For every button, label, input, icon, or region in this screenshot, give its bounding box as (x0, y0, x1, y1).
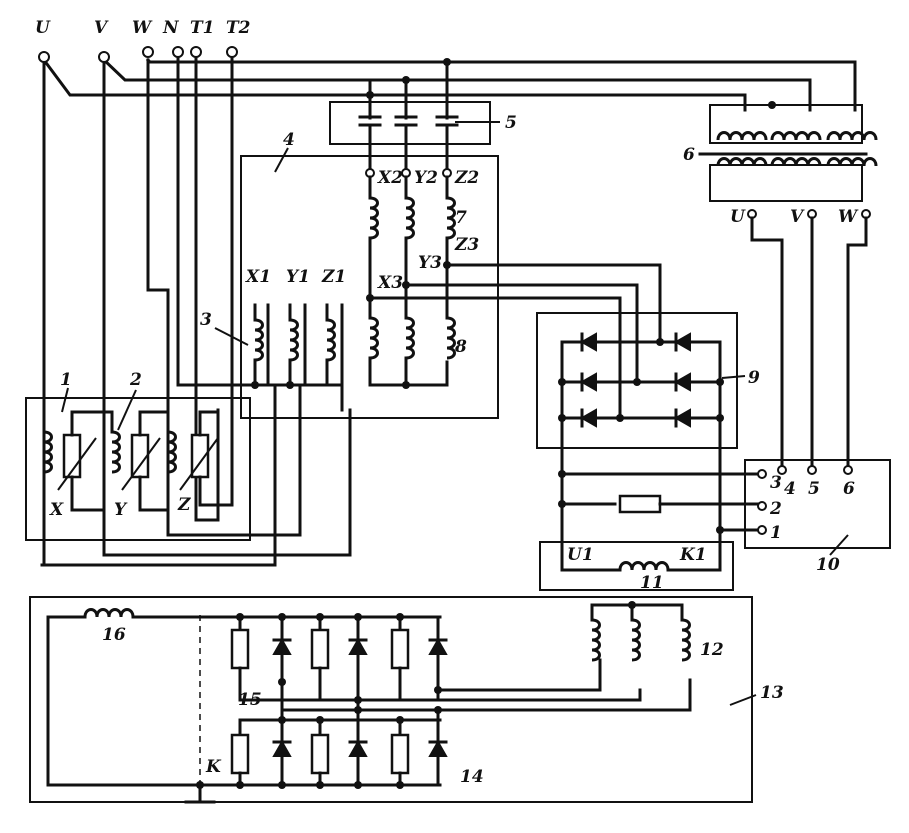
callout-10: 10 (816, 555, 840, 575)
winding-block-11: U1 K1 11 (539, 528, 734, 593)
terminal-1: 1 (770, 523, 782, 543)
rectifier-feed-wiring (368, 263, 662, 420)
terminal-n (172, 46, 184, 58)
terminal-label-t1: T1 (190, 18, 214, 38)
callout-16: 16 (102, 625, 126, 645)
callout-15: 15 (238, 690, 262, 710)
label-x1: X1 (245, 267, 271, 287)
terminal-u (38, 51, 50, 63)
terminal-6: 6 (843, 479, 855, 499)
callout-3: 3 (200, 310, 212, 330)
callout-9: 9 (748, 368, 760, 388)
sensor-block-1: 1 2 X Y Z (25, 370, 251, 541)
terminal-circles (38, 46, 451, 99)
capacitor-block-5: 5 (329, 60, 517, 172)
label-z2: Z2 (454, 168, 479, 188)
reactor-block-4: 4 X2 Y2 Z2 7 Z3 Y3 X3 8 (200, 130, 499, 419)
label-z: Z (177, 495, 191, 515)
label-y2: Y2 (414, 168, 438, 188)
callout-12: 12 (700, 640, 724, 660)
label-z1: Z1 (321, 267, 346, 287)
top-terminals: U V W N T1 T2 (35, 18, 251, 38)
output-label-w: W (838, 207, 859, 227)
exciter-block-13: 13 16 K (29, 596, 784, 804)
callout-5: 5 (505, 113, 517, 133)
label-k: K (205, 757, 222, 777)
label-x: X (49, 500, 64, 520)
label-u1: U1 (567, 545, 594, 565)
terminal-t1 (190, 46, 202, 58)
terminal-w (142, 46, 154, 58)
callout-8: 8 (454, 337, 467, 357)
label-k1: K1 (679, 545, 707, 565)
callout-6: 6 (683, 145, 695, 165)
callout-7: 7 (455, 208, 467, 228)
label-z3: Z3 (454, 235, 479, 255)
output-label-u: U (730, 207, 746, 227)
terminal-3: 3 (770, 473, 782, 493)
label-y: Y (114, 500, 128, 520)
terminal-label-n: N (162, 18, 180, 38)
terminal-2: 2 (769, 499, 782, 519)
callout-11: 11 (640, 573, 664, 593)
label-x2: X2 (377, 168, 403, 188)
terminal-label-t2: T2 (226, 18, 251, 38)
transformer-6: 6 U V W (683, 101, 878, 472)
terminal-5: 5 (808, 479, 820, 499)
terminal-4: 4 (784, 479, 796, 499)
terminal-t2 (226, 46, 238, 58)
callout-1: 1 (60, 370, 72, 390)
output-label-v: V (790, 207, 805, 227)
controller-block-10: 3 2 1 4 5 6 10 (558, 459, 891, 575)
terminal-label-u: U (35, 18, 51, 38)
callout-13: 13 (760, 683, 784, 703)
label-y3: Y3 (418, 253, 442, 273)
callout-14: 14 (460, 767, 484, 787)
callout-4: 4 (283, 130, 295, 150)
label-y1: Y1 (286, 267, 310, 287)
terminal-label-v: V (94, 18, 109, 38)
terminal-v (98, 51, 110, 63)
callout-2: 2 (129, 370, 142, 390)
terminal-label-w: W (132, 18, 153, 38)
rectifier-bridge-9: 9 (536, 312, 760, 532)
label-x3: X3 (377, 273, 403, 293)
